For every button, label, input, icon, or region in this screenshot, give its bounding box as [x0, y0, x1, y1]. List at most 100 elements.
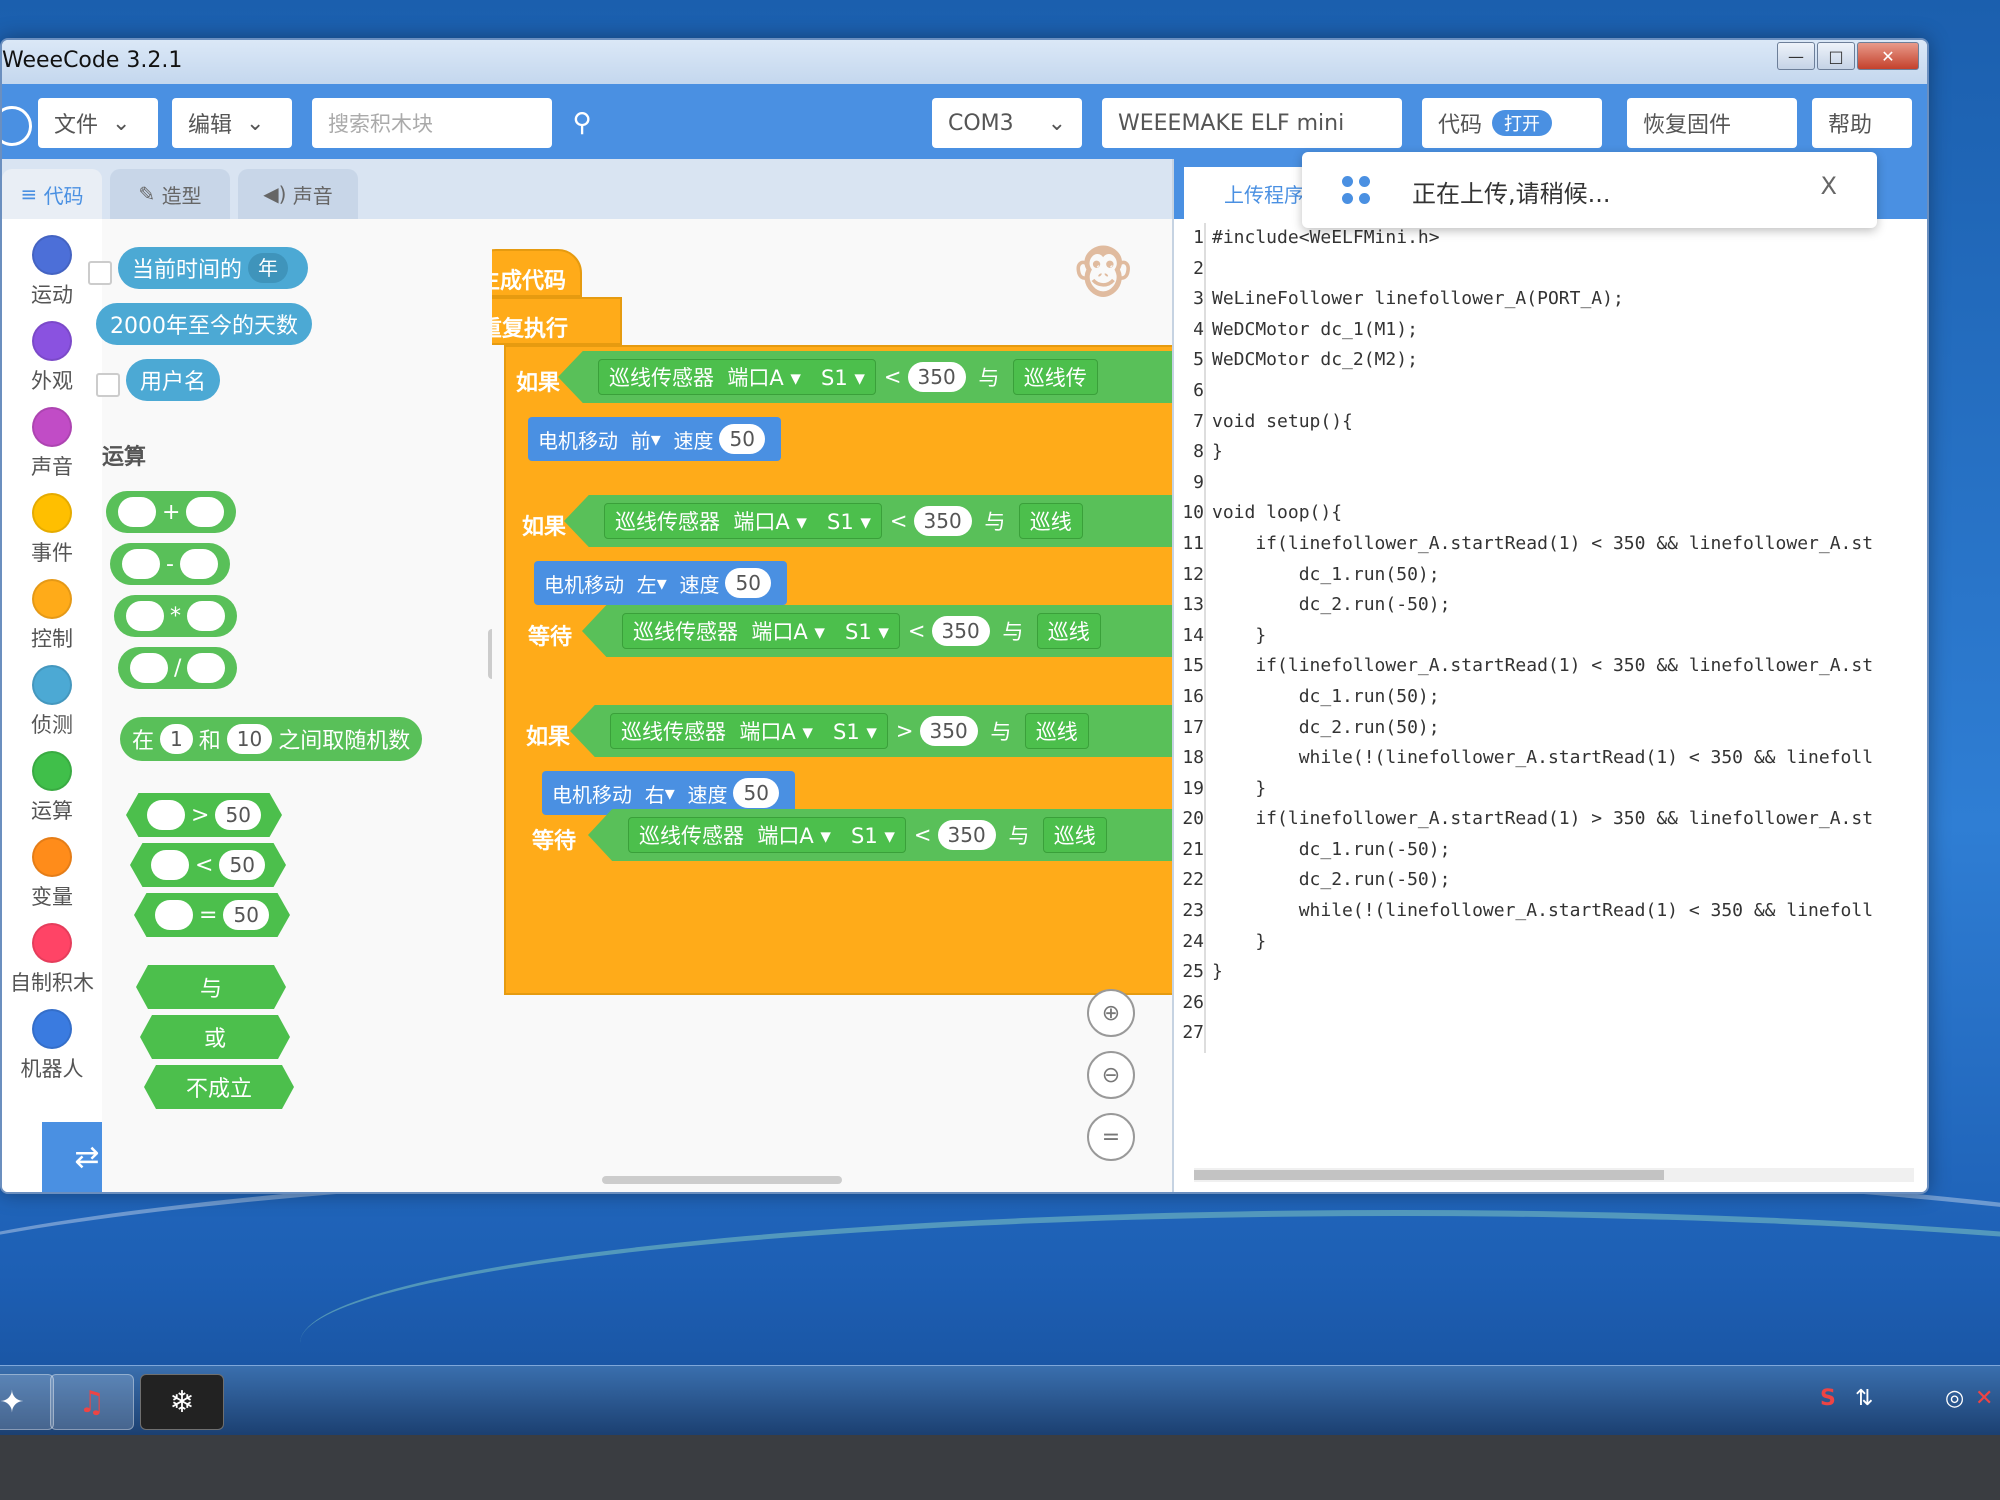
- volume-icon[interactable]: ✕: [1975, 1386, 1994, 1411]
- code-line: void loop(){: [1212, 502, 1343, 524]
- code-scrollbar[interactable]: [1194, 1168, 1914, 1182]
- line-number: 8: [1193, 441, 1204, 463]
- tab-code[interactable]: ≡ 代码: [2, 169, 102, 219]
- username-block[interactable]: 用户名: [126, 359, 221, 401]
- tab-sound[interactable]: ◀) 声音: [238, 169, 358, 219]
- line-number: 2: [1193, 257, 1204, 279]
- zoom-out-icon[interactable]: ⊖: [1087, 1051, 1135, 1099]
- upload-toast: 正在上传,请稍候... X: [1302, 152, 1877, 228]
- edit-menu[interactable]: 编辑 ⌄: [172, 98, 292, 148]
- code-line: WeDCMotor dc_1(M1);: [1212, 318, 1418, 340]
- file-menu[interactable]: 文件 ⌄: [38, 98, 158, 148]
- condition-block[interactable]: 巡线传感器 端口A ▾ S1 ▾ <350 与 巡线传: [558, 351, 1172, 403]
- equals-block[interactable]: =50: [134, 893, 290, 937]
- code-line: [1212, 376, 1922, 407]
- restore-firmware-button[interactable]: 恢复固件: [1627, 98, 1797, 148]
- brush-icon: ✎: [138, 182, 156, 206]
- repeat-block[interactable]: [492, 297, 622, 345]
- wait-label: 等待: [532, 829, 577, 854]
- category-rail: ⇄ 运动外观声音事件控制侦测运算变量自制积木机器人: [2, 219, 132, 1192]
- line-number: 9: [1193, 471, 1204, 493]
- condition-block[interactable]: 巡线传感器 端口A ▾ S1 ▾ <350 与 巡线: [582, 605, 1172, 657]
- sprite-thumbnail: 🐵: [1072, 243, 1135, 306]
- code-line: void setup(){: [1212, 410, 1353, 432]
- or-block[interactable]: 或: [140, 1015, 290, 1059]
- line-number: 4: [1193, 318, 1204, 340]
- checkbox[interactable]: [88, 261, 112, 285]
- not-block[interactable]: 不成立: [144, 1065, 294, 1109]
- workspace-scrollbar[interactable]: [602, 1176, 842, 1184]
- close-button[interactable]: ✕: [1857, 42, 1919, 70]
- port-select[interactable]: COM3⌄: [932, 98, 1082, 148]
- line-number: 14: [1182, 624, 1204, 646]
- maximize-button[interactable]: □: [1817, 42, 1855, 70]
- category-dot-icon: [32, 923, 72, 963]
- if-label: 如果: [526, 725, 571, 750]
- code-line: }: [1212, 930, 1267, 952]
- code-line: }: [1212, 624, 1267, 646]
- network-icon[interactable]: ◎: [1945, 1386, 1965, 1411]
- category-item[interactable]: 侦测: [2, 659, 102, 739]
- scrollbar-thumb[interactable]: [1194, 1170, 1664, 1180]
- less-than-block[interactable]: <50: [130, 843, 286, 887]
- line-number: 12: [1182, 563, 1204, 585]
- line-number: 18: [1182, 747, 1204, 769]
- condition-block[interactable]: 巡线传感器 端口A ▾ S1 ▾ <350 与 巡线: [564, 495, 1172, 547]
- start-button[interactable]: ✦: [0, 1374, 54, 1430]
- tab-costume[interactable]: ✎ 造型: [110, 169, 230, 219]
- subtract-block[interactable]: -: [110, 543, 230, 585]
- minimize-button[interactable]: —: [1777, 42, 1815, 70]
- category-item[interactable]: 控制: [2, 573, 102, 653]
- code-line: if(linefollower_A.startRead(1) < 350 && …: [1212, 532, 1874, 554]
- checkbox[interactable]: [96, 373, 120, 397]
- board-select[interactable]: WEEEMAKE ELF mini: [1102, 98, 1402, 148]
- language-globe-icon[interactable]: [2, 106, 32, 146]
- add-block[interactable]: +: [106, 491, 237, 533]
- category-label: 变量: [31, 885, 73, 909]
- code-toggle[interactable]: 代码打开: [1422, 98, 1602, 148]
- code-editor[interactable]: #include<WeELFMini.h>WeLineFollower line…: [1212, 223, 1922, 1049]
- days-since-2000-block[interactable]: 2000年至今的天数: [96, 303, 312, 345]
- category-label: 运算: [31, 799, 73, 823]
- code-line: dc_1.run(50);: [1212, 685, 1440, 707]
- tray-icon[interactable]: ⇅: [1855, 1386, 1874, 1411]
- multiply-block[interactable]: *: [114, 595, 237, 637]
- divide-block[interactable]: /: [118, 647, 238, 689]
- title-bar: WeeeCode 3.2.1 — □ ✕: [2, 40, 1927, 84]
- help-menu[interactable]: 帮助: [1812, 98, 1912, 148]
- current-time-block[interactable]: 当前时间的年: [118, 247, 309, 289]
- taskbar-app-icon[interactable]: ♫: [50, 1374, 134, 1430]
- greater-than-block[interactable]: >50: [126, 793, 282, 837]
- if-label: 如果: [522, 515, 567, 540]
- line-number: 7: [1193, 410, 1204, 432]
- category-label: 机器人: [20, 1057, 84, 1081]
- category-item[interactable]: 声音: [2, 401, 102, 481]
- zoom-reset-icon[interactable]: =: [1087, 1113, 1135, 1161]
- search-input[interactable]: 搜索积木块: [312, 98, 552, 148]
- category-item[interactable]: 事件: [2, 487, 102, 567]
- category-item[interactable]: 自制积木: [2, 917, 102, 997]
- and-block[interactable]: 与: [136, 965, 286, 1009]
- zoom-in-icon[interactable]: ⊕: [1087, 989, 1135, 1037]
- category-item[interactable]: 机器人: [2, 1003, 102, 1083]
- category-item[interactable]: 运动: [2, 229, 102, 309]
- generate-code-label: 生成代码: [492, 269, 567, 294]
- code-line: if(linefollower_A.startRead(1) < 350 && …: [1212, 655, 1874, 677]
- search-icon[interactable]: ⚲: [572, 108, 592, 138]
- taskbar-app-icon[interactable]: ❄: [140, 1374, 224, 1430]
- toast-close-icon[interactable]: X: [1820, 172, 1837, 200]
- section-label: 运算: [102, 445, 147, 470]
- ime-icon[interactable]: S: [1820, 1386, 1836, 1411]
- category-item[interactable]: 运算: [2, 745, 102, 825]
- condition-block[interactable]: 巡线传感器 端口A ▾ S1 ▾ >350 与 巡线: [570, 705, 1172, 757]
- category-item[interactable]: 外观: [2, 315, 102, 395]
- line-number: 20: [1182, 808, 1204, 830]
- category-item[interactable]: 变量: [2, 831, 102, 911]
- hat-block[interactable]: [492, 249, 582, 297]
- condition-block[interactable]: 巡线传感器 端口A ▾ S1 ▾ <350 与 巡线: [588, 809, 1172, 861]
- code-toggle-switch: 打开: [1492, 110, 1553, 136]
